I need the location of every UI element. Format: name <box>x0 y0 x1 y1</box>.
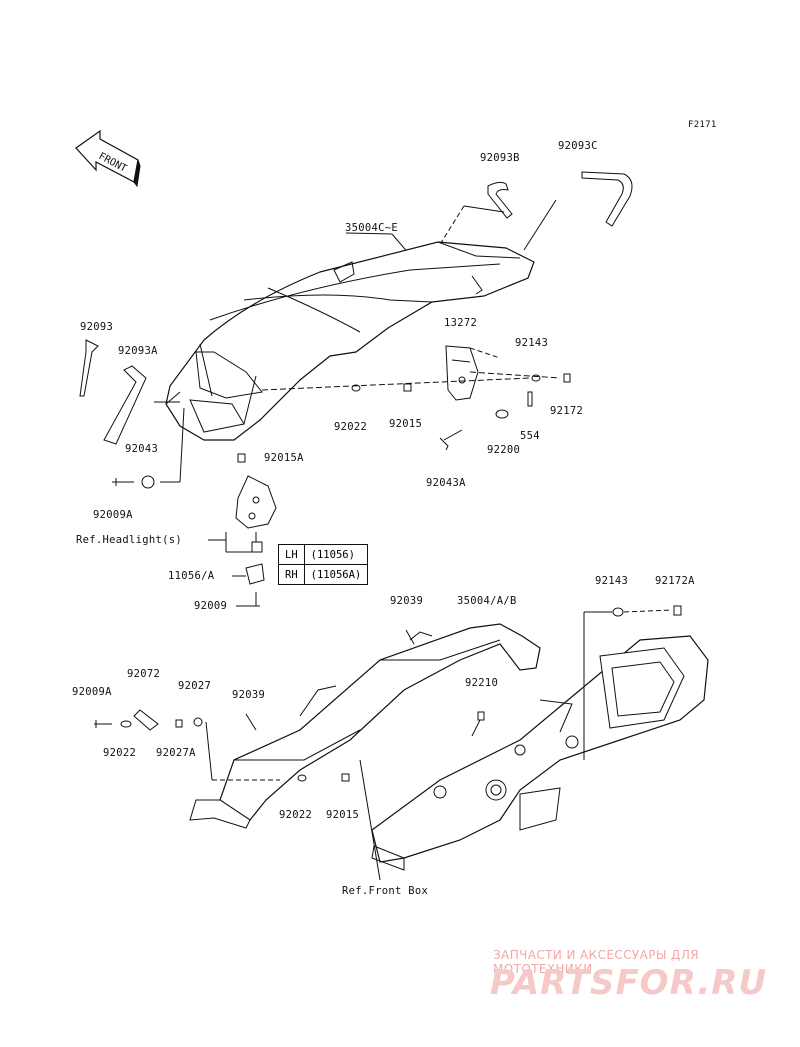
label-92027: 92027 <box>178 680 212 692</box>
label-92143-top: 92143 <box>515 337 549 349</box>
label-92043: 92043 <box>125 443 159 455</box>
trim-strip-92093a <box>103 365 147 445</box>
grommet-92015a <box>237 453 246 463</box>
washer-92143-bot <box>612 607 624 617</box>
table-row: RH (11056A) <box>278 564 369 585</box>
figure-id: F2171 <box>688 120 717 130</box>
nut-92015-top <box>403 383 412 392</box>
grommet-92043 <box>141 475 155 489</box>
spring-92072 <box>133 709 159 731</box>
label-92022-top: 92022 <box>334 421 368 433</box>
bolt-92172a <box>673 605 682 616</box>
label-92093c: 92093C <box>558 140 598 152</box>
collar-92027a <box>175 719 183 728</box>
screw-92009a-top <box>112 478 134 486</box>
bracket-13272 <box>445 345 501 401</box>
label-92043a: 92043A <box>426 477 466 489</box>
screw-92009 <box>252 592 260 607</box>
label-92015-top: 92015 <box>389 418 423 430</box>
label-92210: 92210 <box>465 677 499 689</box>
washer-92143-top <box>531 374 541 382</box>
washer-92022-left <box>120 720 132 728</box>
part-cell: (11056) <box>303 544 369 565</box>
label-92015a: 92015A <box>264 452 304 464</box>
collar-554 <box>527 391 533 407</box>
label-11056a: 11056/A <box>168 570 215 582</box>
label-554: 554 <box>520 430 540 442</box>
trim-strip-92093c <box>581 171 633 227</box>
label-92072: 92072 <box>127 668 161 680</box>
part-cell: (11056A) <box>303 564 369 585</box>
front-arrow-icon <box>75 129 141 188</box>
label-ref-headlight: Ref.Headlight(s) <box>76 534 182 546</box>
washer-92022-top <box>351 384 361 392</box>
trim-strip-92093 <box>79 339 99 397</box>
watermark-logo: PARTSFOR.RU <box>490 963 768 1003</box>
clip-92210 <box>477 711 485 721</box>
lower-fairing-35004ab <box>189 623 541 829</box>
label-92200: 92200 <box>487 444 521 456</box>
bolt-92039-top <box>405 629 415 645</box>
label-ref-front-box: Ref.Front Box <box>342 885 429 897</box>
label-92093b: 92093B <box>480 152 520 164</box>
trim-strip-92093b <box>487 181 513 219</box>
screw-92009a-bot <box>94 720 112 728</box>
side-cell: RH <box>278 564 305 585</box>
bolt-92172 <box>563 373 571 383</box>
label-92009a-bot: 92009A <box>72 686 112 698</box>
watermark-tagline: ЗАПЧАСТИ И АКСЕССУАРЫ ДЛЯ МОТОТЕХНИКИ <box>493 948 699 976</box>
clip-11056 <box>245 563 265 585</box>
table-row: LH (11056) <box>278 544 369 565</box>
label-35004ce: 35004C~E <box>345 222 398 234</box>
label-92022-bot: 92022 <box>279 809 313 821</box>
bolt-92043a <box>439 429 463 451</box>
side-part-table: LH (11056) RH (11056A) <box>278 544 369 585</box>
washer-92027 <box>193 717 203 727</box>
label-92039-top: 92039 <box>390 595 424 607</box>
bolt-92039-bot <box>245 713 257 731</box>
washer-92200 <box>495 409 509 419</box>
label-92009a-top: 92009A <box>93 509 133 521</box>
label-92039-bot: 92039 <box>232 689 266 701</box>
label-92172a: 92172A <box>655 575 695 587</box>
washer-92022-bot <box>297 774 307 782</box>
label-13272: 13272 <box>444 317 478 329</box>
label-92172: 92172 <box>550 405 584 417</box>
label-92022-left: 92022 <box>103 747 137 759</box>
label-92093: 92093 <box>80 321 114 333</box>
label-92015-bot: 92015 <box>326 809 360 821</box>
side-cell: LH <box>278 544 305 565</box>
inner-panel <box>371 635 709 871</box>
label-35004ab: 35004/A/B <box>457 595 517 607</box>
grommet-11056 <box>251 541 263 553</box>
label-92093a: 92093A <box>118 345 158 357</box>
label-92027a: 92027A <box>156 747 196 759</box>
nut-92015-bot <box>341 773 350 782</box>
upper-cowl-35004ce <box>165 241 535 441</box>
label-92009: 92009 <box>194 600 228 612</box>
headlight-bracket <box>208 475 277 553</box>
label-92143-bot: 92143 <box>595 575 629 587</box>
